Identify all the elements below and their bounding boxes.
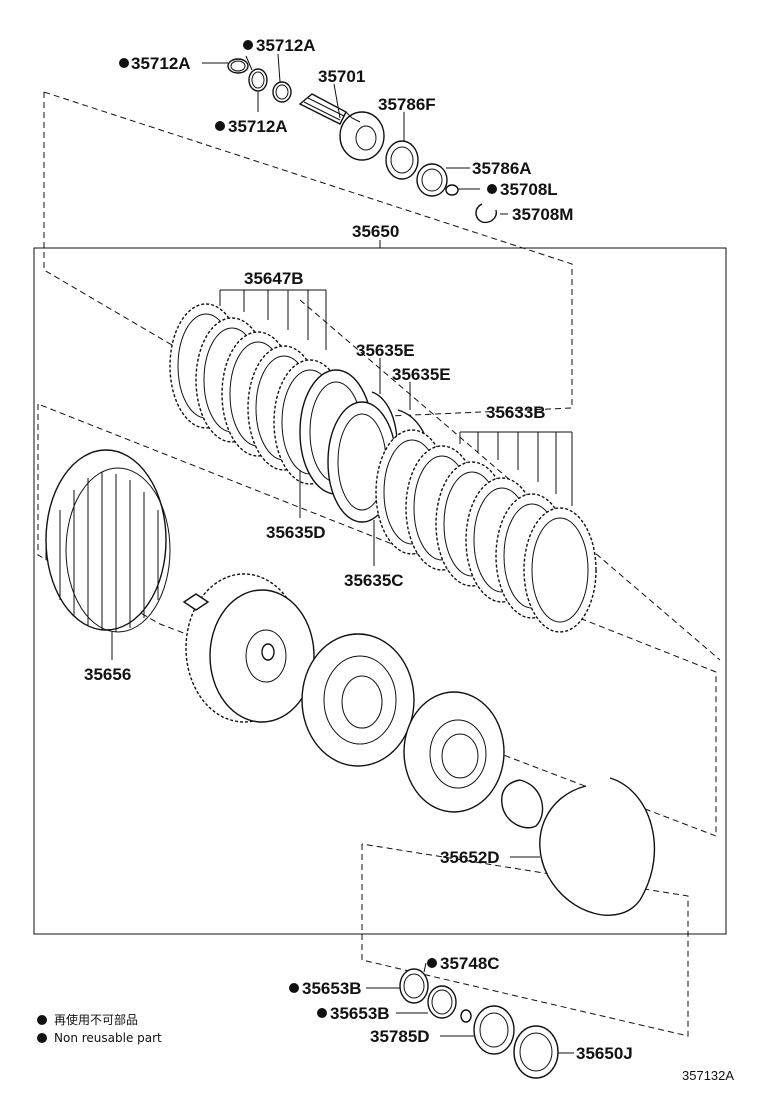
thrust-washer-35786a — [416, 163, 448, 197]
label-35653b-b: 35653B — [330, 1004, 390, 1023]
label-35633b: 35633B — [486, 403, 546, 422]
seal-ring-35653b-b — [427, 985, 457, 1019]
seal-ring-35712a-c — [272, 81, 292, 103]
label-35647b: 35647B — [244, 269, 304, 288]
snap-ring-35652d — [539, 777, 656, 916]
label-35635d: 35635D — [266, 523, 326, 542]
label-35652d: 35652D — [440, 848, 500, 867]
label-35748c: 35748C — [440, 954, 500, 973]
diagram-reference-code: 357132A — [682, 1068, 734, 1083]
filled-circle-icon — [119, 58, 129, 68]
label-35786a: 35786A — [472, 159, 532, 178]
label-35650: 35650 — [352, 222, 399, 241]
label-35701: 35701 — [318, 67, 365, 86]
input-shaft-35701 — [298, 93, 385, 161]
spring-retainer — [403, 691, 505, 813]
seal-ring-35653b-a — [399, 968, 429, 1004]
filled-circle-icon — [289, 983, 299, 993]
clutch-hub — [182, 573, 315, 723]
label-35712a-left: 35712A — [131, 54, 191, 73]
label-35653b-a: 35653B — [302, 979, 362, 998]
clutch-plates-35633b — [375, 429, 597, 633]
filled-circle-icon — [243, 40, 253, 50]
thrust-washer-35650j — [513, 1025, 559, 1079]
label-35708l: 35708L — [500, 180, 558, 199]
label-35635e-a: 35635E — [356, 341, 415, 360]
seal-ring-35712a-a — [227, 58, 249, 74]
label-35635c: 35635C — [344, 571, 404, 590]
snap-ring-35708m — [475, 203, 497, 224]
legend-line-japanese: 再使用不可部品 — [54, 1012, 138, 1027]
alignment-guide-top — [43, 91, 573, 421]
filled-circle-icon — [215, 121, 225, 131]
filled-circle-icon — [427, 958, 437, 968]
label-35650j: 35650J — [576, 1044, 633, 1063]
label-35635e-b: 35635E — [392, 365, 451, 384]
clutch-drum-35656 — [45, 449, 171, 633]
leader-lines — [111, 53, 574, 1054]
thrust-bearing-35785d — [473, 1005, 515, 1055]
clutch-piston — [301, 633, 415, 767]
alignment-guide-lower — [37, 403, 717, 837]
label-35712a-bottom: 35712A — [228, 117, 288, 136]
filled-circle-icon — [487, 184, 497, 194]
non-reusable-markers — [37, 40, 497, 1043]
legend-line-english: Non reusable part — [54, 1031, 162, 1045]
label-35712a-top: 35712A — [256, 36, 316, 55]
filled-circle-icon — [37, 1033, 47, 1043]
snap-ring-small — [501, 779, 544, 829]
alignment-guide-upper-right — [299, 299, 721, 661]
filled-circle-icon — [317, 1008, 327, 1018]
label-35786f: 35786F — [378, 95, 436, 114]
thrust-bearing-35786f — [385, 140, 419, 180]
seal-ring-35712a-b — [248, 68, 268, 92]
label-35785d: 35785D — [370, 1027, 430, 1046]
label-35656: 35656 — [84, 665, 131, 684]
o-ring-35708l — [445, 184, 459, 196]
label-35708m: 35708M — [512, 205, 573, 224]
filled-circle-icon — [37, 1015, 47, 1025]
o-ring-35748c — [460, 1009, 472, 1023]
